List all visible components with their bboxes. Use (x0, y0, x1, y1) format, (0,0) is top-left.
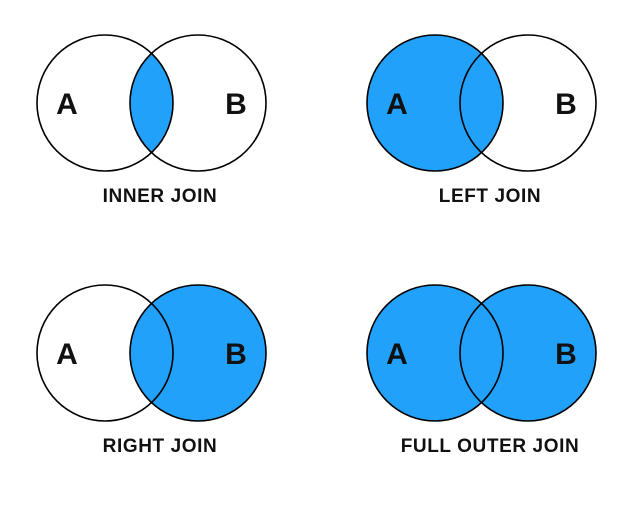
circle-a-outline (366, 284, 504, 422)
set-label-a: A (386, 88, 408, 121)
circle-b-outline (129, 34, 267, 172)
set-label-b: B (555, 338, 577, 371)
set-label-b: B (555, 88, 577, 121)
circle-a-outline (36, 34, 174, 172)
panel-inner-join: A B INNER JOIN (0, 8, 320, 256)
set-label-a: A (386, 338, 408, 371)
circle-b-outline (129, 284, 267, 422)
panel-label-full-outer-join: FULL OUTER JOIN (400, 436, 580, 457)
circle-a-outline (36, 284, 174, 422)
panel-label-right-join: RIGHT JOIN (102, 436, 218, 457)
venn-left-join: A B (330, 8, 640, 203)
panel-left-join: A B LEFT JOIN (330, 8, 640, 256)
venn-inner-join: A B (0, 8, 320, 203)
set-label-b: B (225, 88, 247, 121)
panel-label-left-join: LEFT JOIN (438, 186, 542, 207)
set-label-b: B (225, 338, 247, 371)
venn-full-outer-join: A B (330, 258, 640, 453)
set-label-a: A (56, 338, 78, 371)
panel-label-inner-join: INNER JOIN (102, 186, 218, 207)
circle-a-outline (366, 34, 504, 172)
set-label-a: A (56, 88, 78, 121)
venn-right-join: A B (0, 258, 320, 453)
circle-b-outline (459, 34, 597, 172)
panel-full-outer-join: A B FULL OUTER JOIN (330, 258, 640, 506)
circle-b-outline (459, 284, 597, 422)
panel-right-join: A B RIGHT JOIN (0, 258, 320, 506)
